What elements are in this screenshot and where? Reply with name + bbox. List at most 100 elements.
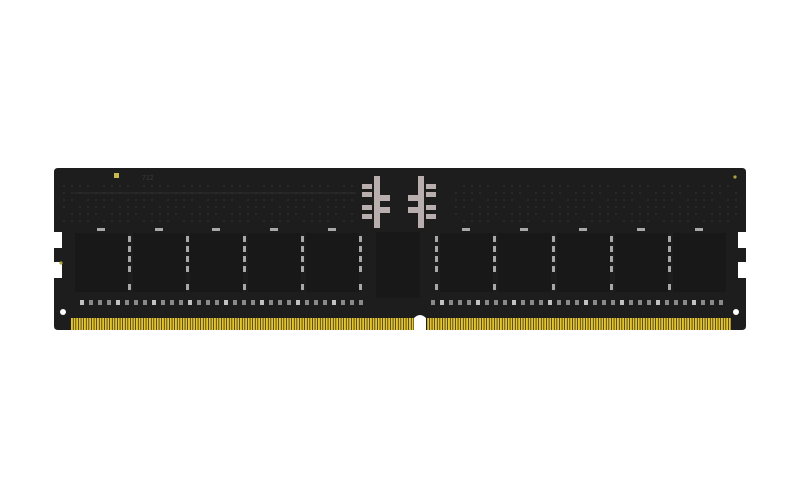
via-dot: [279, 192, 281, 194]
inductor-pad: [374, 195, 390, 201]
via-dot: [319, 206, 321, 208]
smd-resistor: [301, 266, 304, 272]
via-dot: [687, 220, 689, 222]
via-dot: [631, 185, 633, 187]
via-dot: [279, 213, 281, 215]
via-dot: [231, 199, 233, 201]
via-dot: [639, 192, 641, 194]
via-dot: [647, 185, 649, 187]
via-dot: [647, 213, 649, 215]
gold-pin: [640, 318, 643, 330]
gold-pin: [201, 318, 203, 330]
via-pattern: [63, 185, 737, 222]
dram-chip: [673, 233, 726, 292]
via-dot: [551, 213, 553, 215]
via-dot: [71, 192, 73, 194]
via-dot: [727, 206, 729, 208]
via-dot: [263, 206, 265, 208]
gold-pin: [169, 318, 172, 330]
via-dot: [119, 185, 121, 187]
gold-pin: [151, 318, 154, 330]
smd-resistor: [493, 236, 496, 242]
gold-pin: [318, 318, 320, 330]
via-dot: [519, 185, 521, 187]
via-dot: [631, 199, 633, 201]
via-dot: [71, 220, 73, 222]
via-dot: [711, 220, 713, 222]
smd-resistor: [552, 236, 555, 242]
dram-chip: [615, 233, 668, 292]
via-dot: [703, 192, 705, 194]
via-dot: [247, 199, 249, 201]
gold-pin: [684, 318, 687, 330]
gold-pin: [676, 318, 679, 330]
via-dot: [519, 220, 521, 222]
gold-pin: [143, 318, 146, 330]
via-dot: [303, 192, 305, 194]
gold-pin: [617, 318, 619, 330]
via-dot: [647, 206, 649, 208]
via-dot: [687, 206, 689, 208]
smd-component: [620, 300, 624, 305]
pmic-pad: [426, 192, 436, 197]
gold-pin: [323, 318, 326, 330]
via-dot: [327, 199, 329, 201]
smd-resistor: [243, 266, 246, 272]
via-dot: [87, 213, 89, 215]
via-dot: [119, 220, 121, 222]
gold-pin: [692, 318, 695, 330]
smd-resistor: [552, 246, 555, 252]
smd-component: [296, 300, 300, 305]
gold-pin: [471, 318, 474, 330]
gold-pin: [718, 318, 721, 330]
gold-pin: [305, 318, 307, 330]
gold-pin: [453, 318, 456, 330]
gold-pin: [299, 318, 302, 330]
gold-pin: [99, 318, 102, 330]
via-dot: [183, 192, 185, 194]
via-dot: [311, 185, 313, 187]
gold-pin: [307, 318, 310, 330]
via-dot: [263, 185, 265, 187]
via-dot: [247, 213, 249, 215]
smd-resistor: [493, 266, 496, 272]
gold-pin: [234, 318, 237, 330]
smd-component: [710, 300, 714, 305]
via-dot: [103, 206, 105, 208]
via-dot: [551, 220, 553, 222]
gold-pin: [635, 318, 638, 330]
via-dot: [287, 213, 289, 215]
via-dot: [103, 185, 105, 187]
gold-pin: [479, 318, 482, 330]
gold-pin: [445, 318, 448, 330]
gold-pin: [708, 318, 710, 330]
via-dot: [207, 213, 209, 215]
via-dot: [551, 192, 553, 194]
gold-pin: [375, 318, 378, 330]
smd-resistor: [128, 256, 131, 262]
via-dot: [687, 199, 689, 201]
via-dot: [63, 206, 65, 208]
via-dot: [167, 220, 169, 222]
gold-pin: [250, 318, 253, 330]
gold-pin: [442, 318, 445, 330]
gold-pin: [362, 318, 365, 330]
gold-pin: [164, 318, 167, 330]
via-dot: [607, 206, 609, 208]
smd-component: [521, 300, 525, 305]
smd-component: [233, 300, 237, 305]
smd-resistor: [186, 284, 189, 290]
via-dot: [175, 192, 177, 194]
gold-pin: [666, 318, 669, 330]
via-dot: [207, 220, 209, 222]
via-dot: [199, 185, 201, 187]
via-dot: [335, 199, 337, 201]
via-dot: [615, 213, 617, 215]
smd-resistor: [493, 256, 496, 262]
smd-capacitor: [462, 228, 470, 231]
gold-pin: [219, 318, 222, 330]
via-dot: [575, 199, 577, 201]
smd-component: [188, 300, 192, 305]
smd-component: [314, 300, 318, 305]
smd-resistor: [610, 246, 613, 252]
